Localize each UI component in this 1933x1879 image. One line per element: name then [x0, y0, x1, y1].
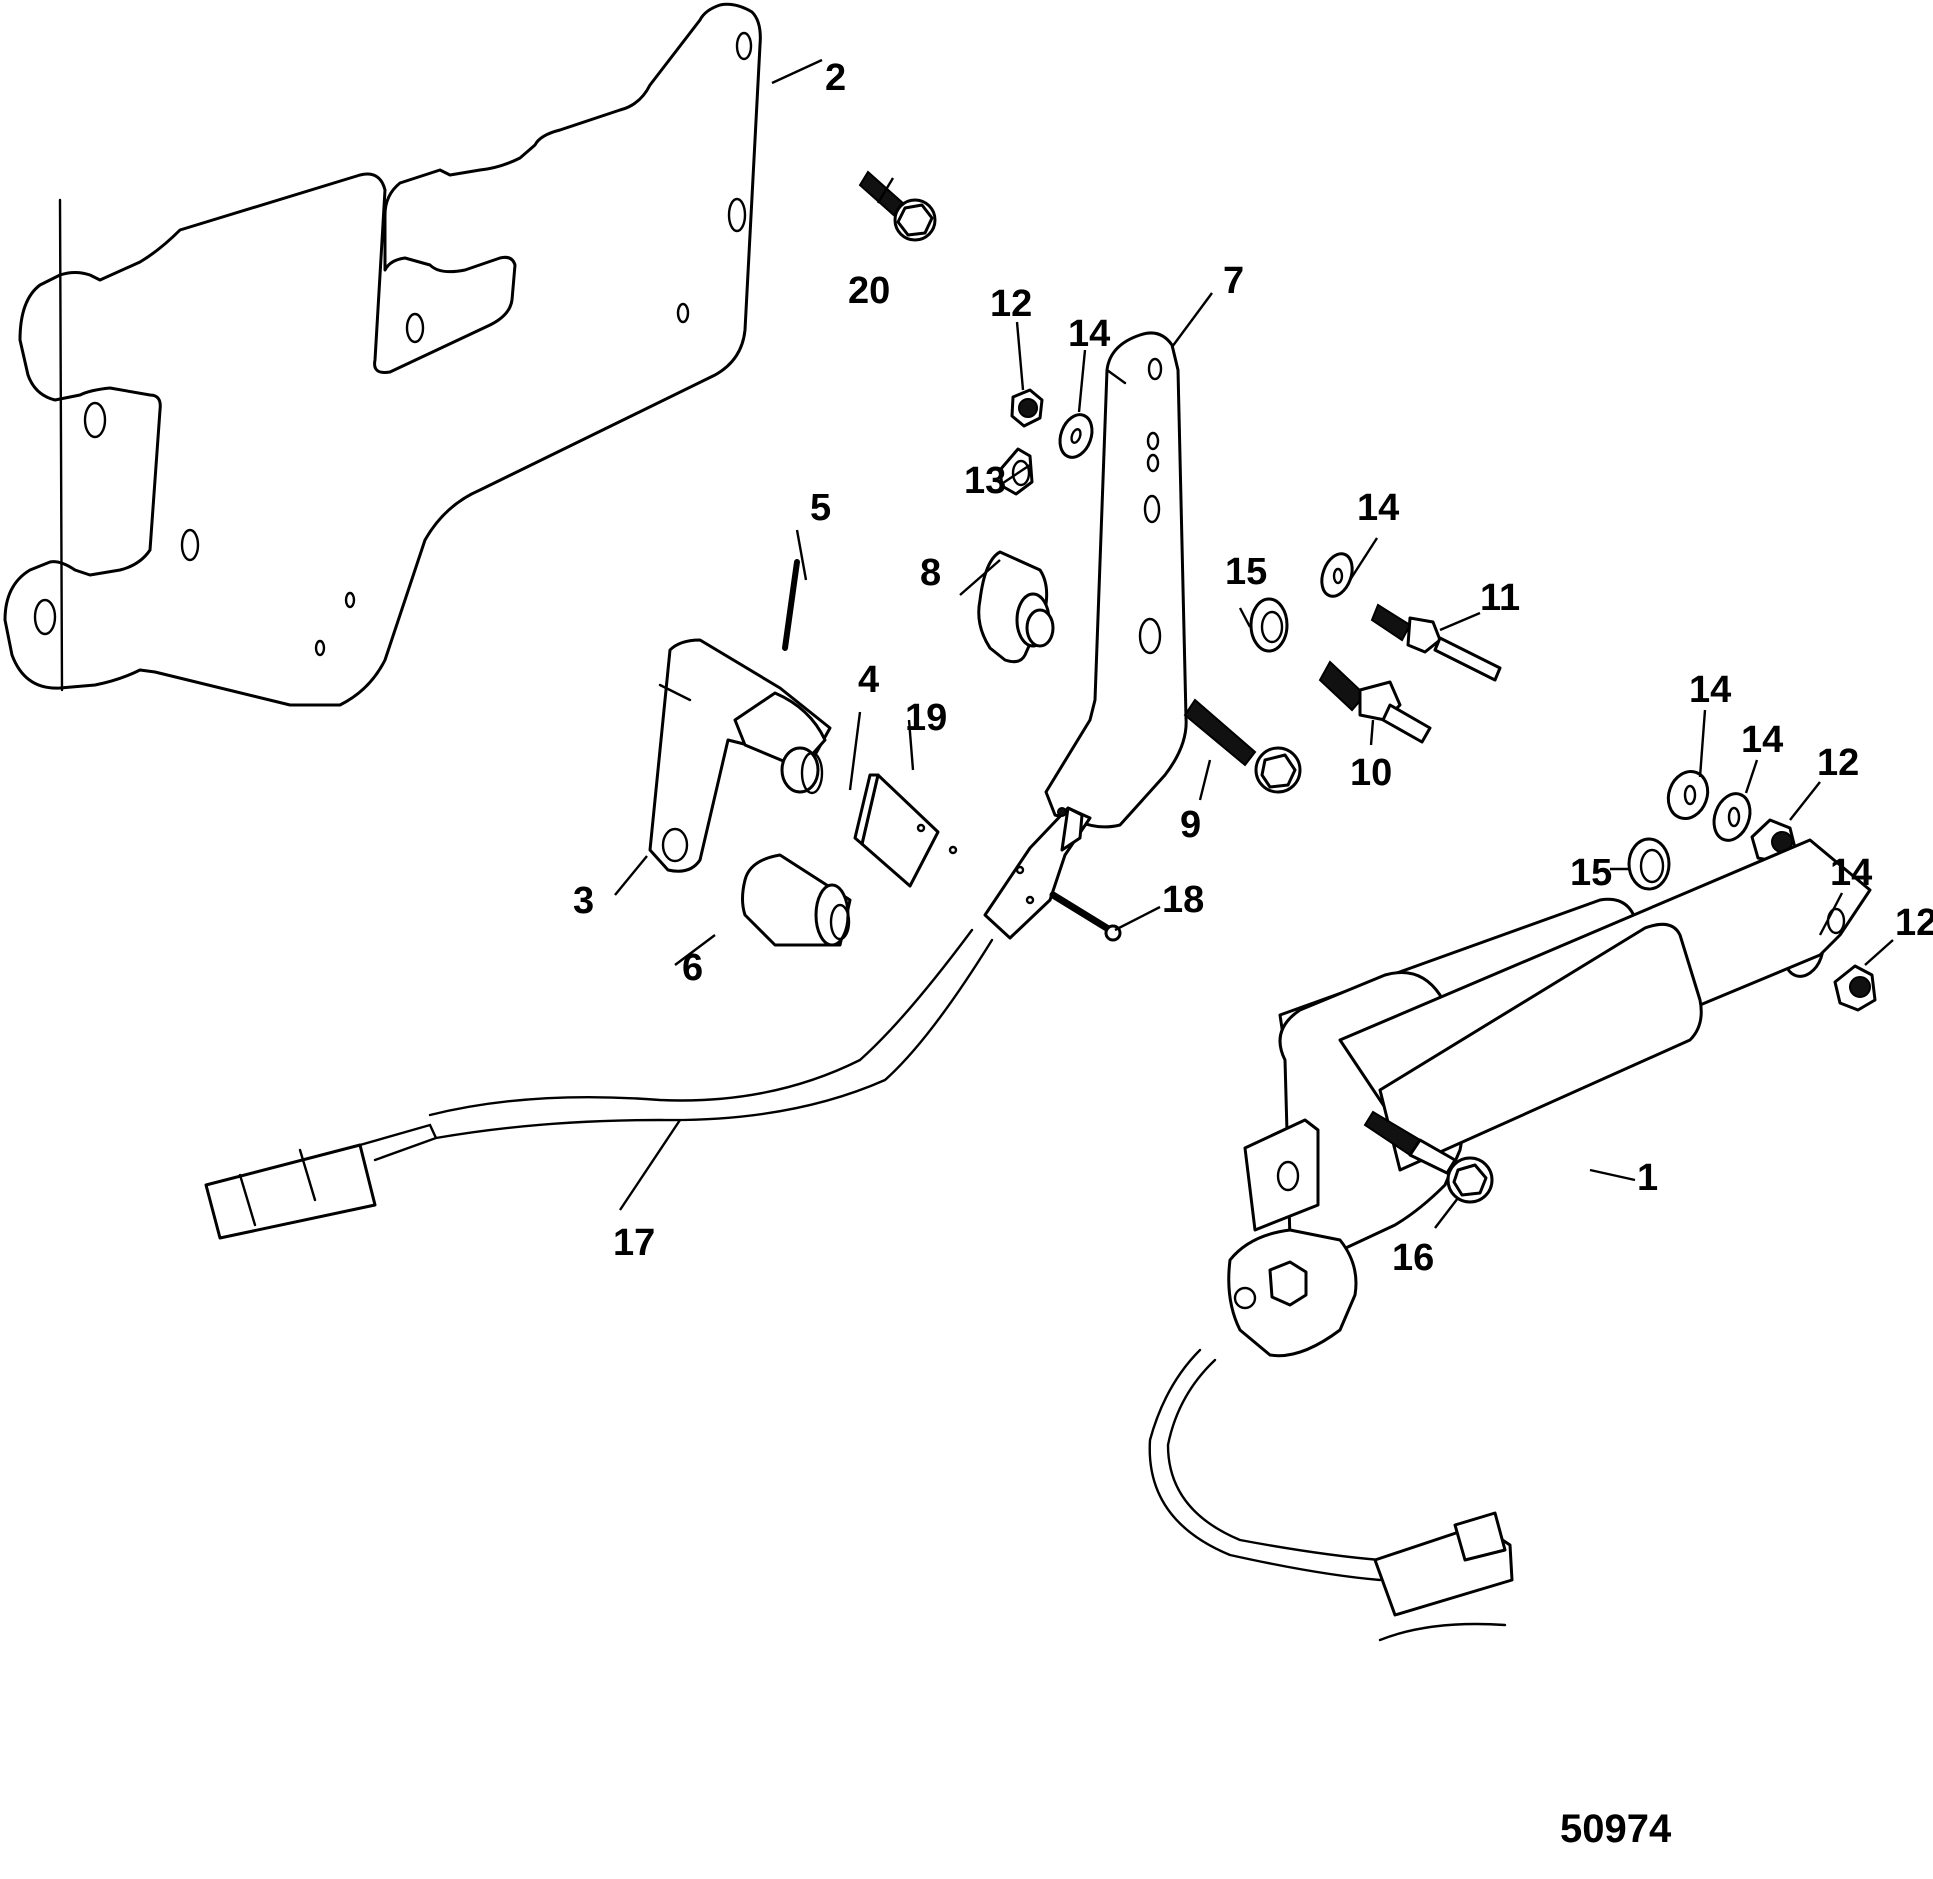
washer-14-right-a — [1666, 770, 1710, 820]
link-arm-7 — [1044, 331, 1188, 829]
callout-3: 3 — [573, 880, 594, 922]
leader-20 — [876, 177, 895, 204]
nut-12-top — [1010, 388, 1044, 428]
leader-13 — [999, 464, 1031, 486]
leader-18 — [1114, 905, 1161, 932]
plug-4 — [780, 746, 824, 795]
leader-4 — [848, 711, 862, 791]
callout-labels: 2 20 12 14 7 13 8 5 4 19 3 6 18 17 15 14… — [573, 57, 1933, 1279]
washer-14-top — [1058, 413, 1094, 459]
leader-8 — [959, 559, 1001, 596]
callout-14-mid: 14 — [1357, 487, 1399, 529]
leader-5 — [795, 529, 808, 581]
callout-14-r3: 14 — [1830, 852, 1872, 894]
washer-15-mid — [1249, 597, 1289, 653]
screw-18 — [1049, 891, 1122, 942]
leader-11 — [1439, 611, 1481, 632]
callout-1: 1 — [1637, 1157, 1658, 1199]
callout-12-r2: 12 — [1895, 902, 1933, 944]
callout-14-r1: 14 — [1689, 669, 1731, 711]
leader-6 — [674, 934, 716, 966]
leader-3 — [614, 855, 648, 896]
callout-6: 6 — [682, 947, 703, 989]
leader-14-r3 — [1818, 892, 1844, 936]
flange-bolt-9 — [1183, 698, 1302, 794]
flange-bolt-20 — [858, 170, 937, 242]
callout-10: 10 — [1350, 752, 1392, 794]
callout-20: 20 — [848, 270, 890, 312]
mounting-plate — [3, 2, 762, 707]
pin-5 — [782, 559, 800, 651]
leader-2 — [771, 58, 823, 85]
actuator-connector — [1373, 1511, 1514, 1642]
bolt-16 — [1363, 1110, 1494, 1204]
leader-12-r2 — [1864, 939, 1894, 966]
washer-14-mid — [1320, 552, 1354, 598]
leader-10 — [1369, 719, 1375, 746]
callout-14-top: 14 — [1068, 313, 1110, 355]
leader-19 — [907, 719, 915, 771]
leader-9 — [1198, 759, 1212, 801]
leader-14-mid — [1348, 537, 1379, 581]
leader-lines — [614, 58, 1894, 1229]
callout-18: 18 — [1162, 879, 1204, 921]
leader-15-mid — [1238, 607, 1252, 628]
sensor-block-19 — [853, 773, 958, 888]
callout-11: 11 — [1480, 577, 1520, 619]
callout-12-r1: 12 — [1817, 742, 1859, 784]
callout-7: 7 — [1223, 260, 1244, 302]
callout-17: 17 — [613, 1222, 655, 1264]
callout-19: 19 — [905, 697, 947, 739]
nut-12-right-b — [1833, 964, 1877, 1012]
callout-5: 5 — [810, 487, 831, 529]
leader-16 — [1434, 1197, 1459, 1229]
leader-12-top — [1015, 321, 1025, 391]
leader-14-top — [1077, 349, 1087, 413]
callout-14-r2: 14 — [1741, 719, 1783, 761]
callout-13: 13 — [964, 460, 1006, 502]
bushing-6 — [741, 853, 852, 947]
callout-9: 9 — [1180, 804, 1201, 846]
actuator-1 — [1148, 838, 1872, 1582]
callout-16: 16 — [1392, 1237, 1434, 1279]
leader-14-r1 — [1698, 709, 1707, 778]
figure-number: 50974 — [1560, 1807, 1672, 1851]
sensor-connector — [983, 806, 1092, 940]
wiring-harness-17 — [204, 928, 994, 1240]
callout-12-top: 12 — [990, 283, 1032, 325]
spacer-8 — [977, 550, 1055, 664]
callout-15-r: 15 — [1570, 852, 1612, 894]
callout-8: 8 — [920, 552, 941, 594]
callout-4: 4 — [858, 659, 879, 701]
washer-14-right-b — [1712, 792, 1752, 842]
leader-12-r1 — [1789, 781, 1821, 821]
stud-11 — [1370, 603, 1502, 682]
leader-1 — [1589, 1168, 1636, 1182]
stud-10 — [1318, 660, 1432, 744]
leader-14-r2 — [1744, 759, 1759, 794]
leader-17 — [619, 1119, 681, 1211]
leader-7 — [1171, 292, 1213, 348]
washer-15-right — [1627, 837, 1671, 891]
callout-2: 2 — [825, 57, 846, 99]
nut-13 — [998, 447, 1034, 496]
callout-15-mid: 15 — [1225, 551, 1267, 593]
